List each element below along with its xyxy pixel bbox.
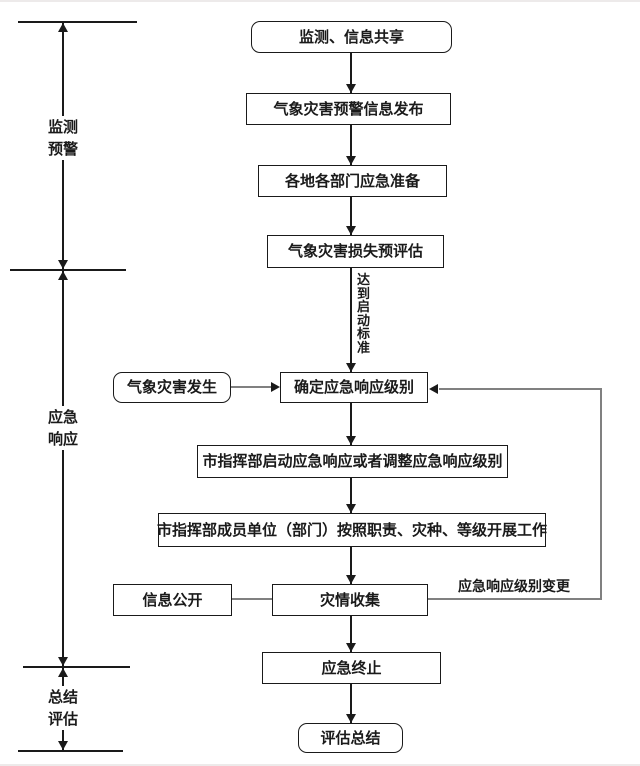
axis-arrow-down-icon — [58, 741, 68, 750]
flow-node-members-carry-out-work: 市指挥部成员单位（部门）按照职责、灾种、等级开展工作 — [157, 513, 547, 547]
flow-node-disaster-info-collection: 灾情收集 — [272, 584, 428, 616]
bottom-edge-line — [0, 764, 640, 766]
phase-axis-divider-1 — [10, 269, 126, 271]
phase-axis-line — [62, 22, 64, 751]
flow-connector — [231, 386, 271, 388]
feedback-connector — [600, 388, 602, 600]
feedback-connector — [428, 598, 602, 600]
edge-label-reach-activation-standard: 达到启动标准 — [356, 273, 370, 356]
flow-arrow-left-icon — [429, 384, 438, 394]
flow-arrow-down-icon — [346, 714, 356, 723]
phase-axis-top-tick — [18, 21, 137, 23]
phase-label-emergency-response: 应急 响应 — [37, 406, 89, 450]
phase-label-monitoring-warning: 监测 预警 — [37, 116, 89, 160]
phase-axis-divider-2 — [23, 666, 130, 668]
flow-arrow-down-icon — [346, 226, 356, 235]
flow-node-emergency-termination: 应急终止 — [262, 652, 441, 684]
flow-connector — [232, 598, 272, 600]
flow-connector — [350, 53, 352, 93]
flow-node-disaster-occurs: 气象灾害发生 — [113, 372, 231, 403]
flow-connector — [350, 125, 352, 165]
axis-arrow-down-icon — [58, 260, 68, 269]
flow-node-emergency-preparation: 各地各部门应急准备 — [258, 165, 447, 197]
phase-label-line: 监测 — [47, 118, 78, 136]
flow-node-evaluation-summary: 评估总结 — [298, 723, 403, 753]
flow-arrow-down-icon — [346, 643, 356, 652]
flow-node-start-or-adjust-response: 市指挥部启动应急响应或者调整应急响应级别 — [197, 445, 508, 478]
flow-connector — [350, 684, 352, 723]
flow-node-information-disclosure: 信息公开 — [113, 584, 232, 616]
flow-connector — [350, 478, 352, 513]
flow-node-monitor-info-sharing: 监测、信息共享 — [251, 21, 452, 53]
flow-connector — [350, 268, 352, 372]
flow-arrow-down-icon — [346, 575, 356, 584]
feedback-connector — [439, 388, 602, 390]
phase-label-line: 预警 — [47, 140, 78, 158]
flow-arrow-down-icon — [346, 84, 356, 93]
flow-node-warning-info-release: 气象灾害预警信息发布 — [246, 93, 451, 125]
flow-arrow-down-icon — [346, 504, 356, 513]
axis-arrow-down-icon — [58, 657, 68, 666]
phase-label-line: 响应 — [47, 430, 78, 448]
flow-node-determine-response-level: 确定应急响应级别 — [280, 372, 428, 403]
axis-arrow-up-icon — [58, 23, 68, 32]
flow-connector — [350, 403, 352, 445]
phase-label-summary-evaluation: 总结 评估 — [37, 686, 89, 730]
flow-arrow-down-icon — [346, 363, 356, 372]
phase-label-line: 评估 — [47, 710, 78, 728]
top-edge-line — [0, 0, 640, 2]
phase-label-line: 应急 — [47, 408, 78, 426]
flow-connector — [350, 547, 352, 584]
flow-arrow-down-icon — [346, 156, 356, 165]
edge-label-response-level-change: 应急响应级别变更 — [458, 576, 570, 596]
flow-node-loss-pre-assessment: 气象灾害损失预评估 — [267, 235, 444, 268]
flow-arrow-right-icon — [271, 382, 280, 392]
axis-arrow-up-icon — [58, 271, 68, 280]
flow-connector — [350, 197, 352, 235]
axis-arrow-up-icon — [58, 668, 68, 677]
flow-arrow-down-icon — [346, 436, 356, 445]
phase-axis-bottom-tick — [18, 750, 123, 752]
phase-label-line: 总结 — [47, 688, 78, 706]
flow-connector — [350, 616, 352, 652]
